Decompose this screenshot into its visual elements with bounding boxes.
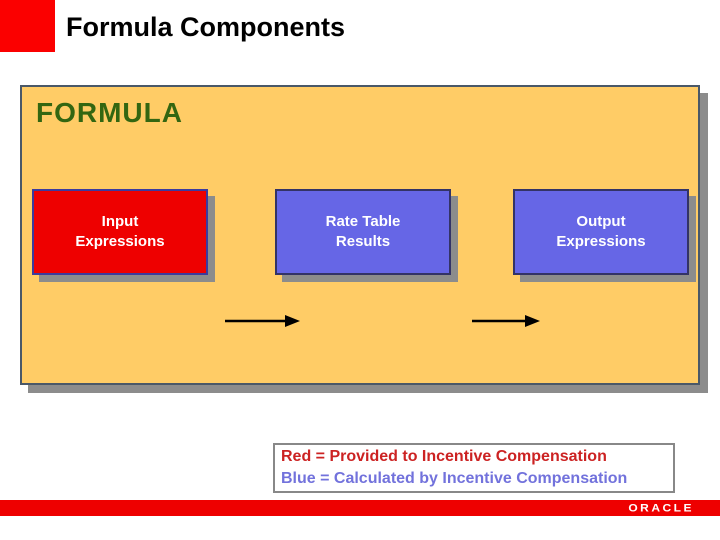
flow-box-output-expressions: Output Expressions — [513, 189, 689, 275]
panel-heading: FORMULA — [36, 97, 183, 128]
formula-panel: FORMULA Input Expressions Rate Table Res… — [20, 85, 700, 385]
oracle-logo: ORACLE — [628, 501, 694, 515]
right-arrow-icon — [472, 315, 540, 327]
flow-box-rate-table-results: Rate Table Results — [275, 189, 451, 275]
legend-box: Red = Provided to Incentive Compensation… — [273, 443, 675, 493]
legend-line-red: Red = Provided to Incentive Compensation — [281, 448, 607, 465]
flow-box-input-expressions: Input Expressions — [32, 189, 208, 275]
legend-line-blue: Blue = Calculated by Incentive Compensat… — [281, 470, 628, 487]
footer-bar: ORACLE — [0, 500, 720, 516]
flow-box-label-line: Results — [335, 233, 391, 250]
right-arrow-icon — [225, 315, 300, 327]
flow-box-label-line: Expressions — [75, 233, 165, 250]
flow-box-label-line: Rate Table — [325, 213, 401, 230]
corner-accent-square — [0, 0, 55, 52]
flow-box-label-line: Input — [101, 213, 139, 230]
flow-box-label-line: Output — [576, 213, 626, 230]
flow-box-label-line: Expressions — [556, 233, 646, 250]
slide-title: Formula Components — [66, 12, 346, 42]
